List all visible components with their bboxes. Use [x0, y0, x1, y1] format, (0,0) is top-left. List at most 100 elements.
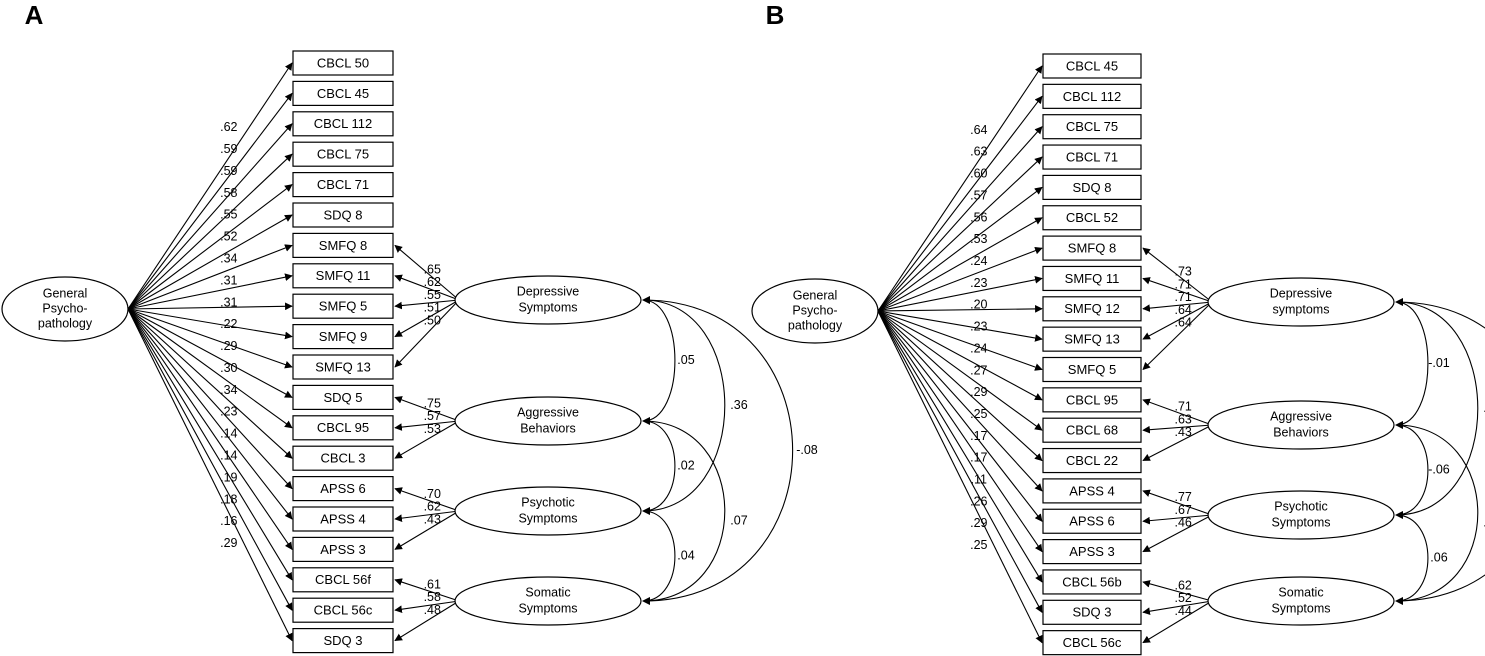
factor-correlation-arc [642, 417, 726, 605]
factor-correlation-arc [1395, 298, 1429, 429]
factor-loading-label: .67 [1174, 503, 1191, 517]
item-label: CBCL 112 [314, 116, 373, 131]
item-box: SMFQ 8 [1042, 235, 1142, 261]
item-box: CBCL 3 [292, 445, 394, 471]
factor-loading-label: .52 [1174, 591, 1191, 605]
specific-factor-ellipse [454, 576, 642, 626]
general-loading-label: .17 [970, 451, 987, 465]
item-label: SMFQ 13 [1064, 332, 1120, 347]
general-loading-label: .55 [220, 208, 237, 222]
factor-loading-label: .71 [1174, 290, 1191, 304]
general-loading-path [877, 217, 1043, 312]
general-loading-label: .14 [220, 448, 237, 462]
factor-loading-path [394, 244, 460, 301]
factor-loading-path [394, 600, 460, 614]
item-box-rect [1042, 599, 1142, 625]
general-loading-label: .53 [970, 232, 987, 246]
specific-factor-label: Behaviors [520, 421, 576, 435]
item-label: CBCL 68 [1066, 423, 1118, 438]
factor-loading-path [1142, 580, 1213, 602]
item-box: CBCL 22 [1042, 447, 1142, 474]
specific-factor-ellipse [1207, 490, 1395, 540]
item-box-rect [1042, 53, 1142, 79]
item-box-rect [1042, 205, 1142, 231]
item-box: CBCL 45 [292, 80, 394, 107]
factor-loading-label: .62 [1174, 578, 1191, 592]
item-box: APSS 4 [292, 506, 394, 532]
factor-loading-path [394, 578, 460, 602]
general-loading-label: .31 [220, 295, 237, 309]
general-loading-path [877, 310, 1043, 613]
general-loading-label: .19 [220, 470, 237, 484]
item-box-rect [1042, 630, 1142, 656]
general-loading-label: .29 [220, 339, 237, 353]
item-label: APSS 4 [320, 511, 366, 526]
item-box-rect [1042, 447, 1142, 474]
factor-loading-path [1142, 301, 1213, 312]
general-loading-path [127, 308, 293, 429]
item-box: CBCL 112 [292, 111, 394, 137]
item-label: SMFQ 8 [319, 238, 367, 253]
general-loading-path [127, 184, 293, 310]
factor-loading-label: .64 [1174, 316, 1191, 330]
item-label: CBCL 56f [315, 572, 371, 587]
factor-loading-label: .63 [1174, 412, 1191, 426]
item-box: CBCL 71 [292, 172, 394, 198]
general-loading-label: .24 [970, 341, 987, 355]
general-loading-label: .56 [970, 210, 987, 224]
item-box-rect [1042, 569, 1142, 595]
item-box: APSS 3 [292, 536, 394, 563]
panel-b: B.64.63.60.57.56.53.24.23.20.23.24.27.29… [751, 0, 1485, 656]
specific-factor-label: Aggressive [1270, 409, 1332, 423]
factor-correlation-label: .02 [677, 458, 694, 472]
factor-correlation-label: .06 [1483, 515, 1485, 529]
item-box-rect [292, 506, 394, 532]
item-box: CBCL 95 [292, 415, 394, 441]
general-loading-path [127, 123, 293, 310]
general-loading-label: .59 [220, 142, 237, 156]
specific-factor-label: Symptoms [518, 511, 577, 525]
general-loading-path [127, 308, 293, 520]
factor-correlation-label: .07 [730, 513, 747, 527]
general-loading-path [877, 186, 1043, 312]
specific-factor-ellipse [1207, 576, 1395, 626]
factor-loading-path [1142, 398, 1213, 426]
factor-loading-path [394, 510, 460, 522]
general-loading-path [877, 310, 1043, 553]
item-box: SMFQ 11 [1042, 265, 1142, 292]
general-loading-path [877, 310, 1043, 492]
factor-loading-label: .50 [424, 313, 441, 327]
item-label: APSS 3 [320, 542, 366, 557]
general-loading-path [127, 308, 293, 490]
item-label: SMFQ 5 [319, 299, 367, 314]
general-loading-label: .25 [970, 538, 987, 552]
item-box-rect [292, 50, 394, 76]
factor-loading-path [1142, 489, 1213, 516]
item-box: SMFQ 8 [292, 232, 394, 258]
item-label: APSS 4 [1069, 483, 1115, 498]
factor-loading-label: .43 [1174, 425, 1191, 439]
factor-loading-label: .55 [424, 288, 441, 302]
factor-loading-label: .70 [424, 487, 441, 501]
item-box-rect [292, 263, 394, 289]
general-loading-label: .16 [220, 514, 237, 528]
specific-factor-ellipse [454, 396, 642, 446]
general-factor-label: General [43, 286, 87, 300]
general-loading-path [127, 308, 293, 551]
general-factor-label: General [793, 288, 837, 302]
item-box-rect [1042, 83, 1142, 109]
factor-loading-label: .62 [424, 275, 441, 289]
item-box: SDQ 3 [292, 627, 394, 654]
factor-loading-path [1142, 600, 1213, 615]
item-box: CBCL 56f [292, 567, 394, 593]
item-label: CBCL 56c [1063, 635, 1122, 650]
item-box-rect [292, 384, 394, 410]
general-loading-path [877, 305, 1043, 313]
item-box-rect [1042, 144, 1142, 170]
item-label: SMFQ 13 [315, 359, 371, 374]
factor-loading-path [1142, 301, 1213, 371]
